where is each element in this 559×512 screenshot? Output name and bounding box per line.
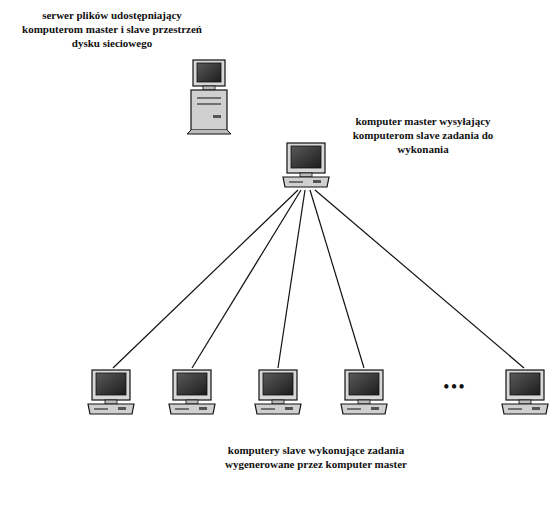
slave-computer [502,370,548,414]
ellipsis-mark: ••• [420,380,490,394]
file-server [187,60,231,134]
master-caption: komputer master wysyłający komputerom sl… [338,114,508,156]
slaves-caption: komputery slave wykonujące zadania wygen… [206,443,426,471]
slave-computer [88,370,134,414]
network-links [113,190,524,368]
slave-computer [341,370,387,414]
master-computer [283,143,329,187]
slave-computer [255,370,301,414]
slave-computer [169,370,215,414]
server-caption: serwer plików udostępniający komputerom … [12,8,212,50]
